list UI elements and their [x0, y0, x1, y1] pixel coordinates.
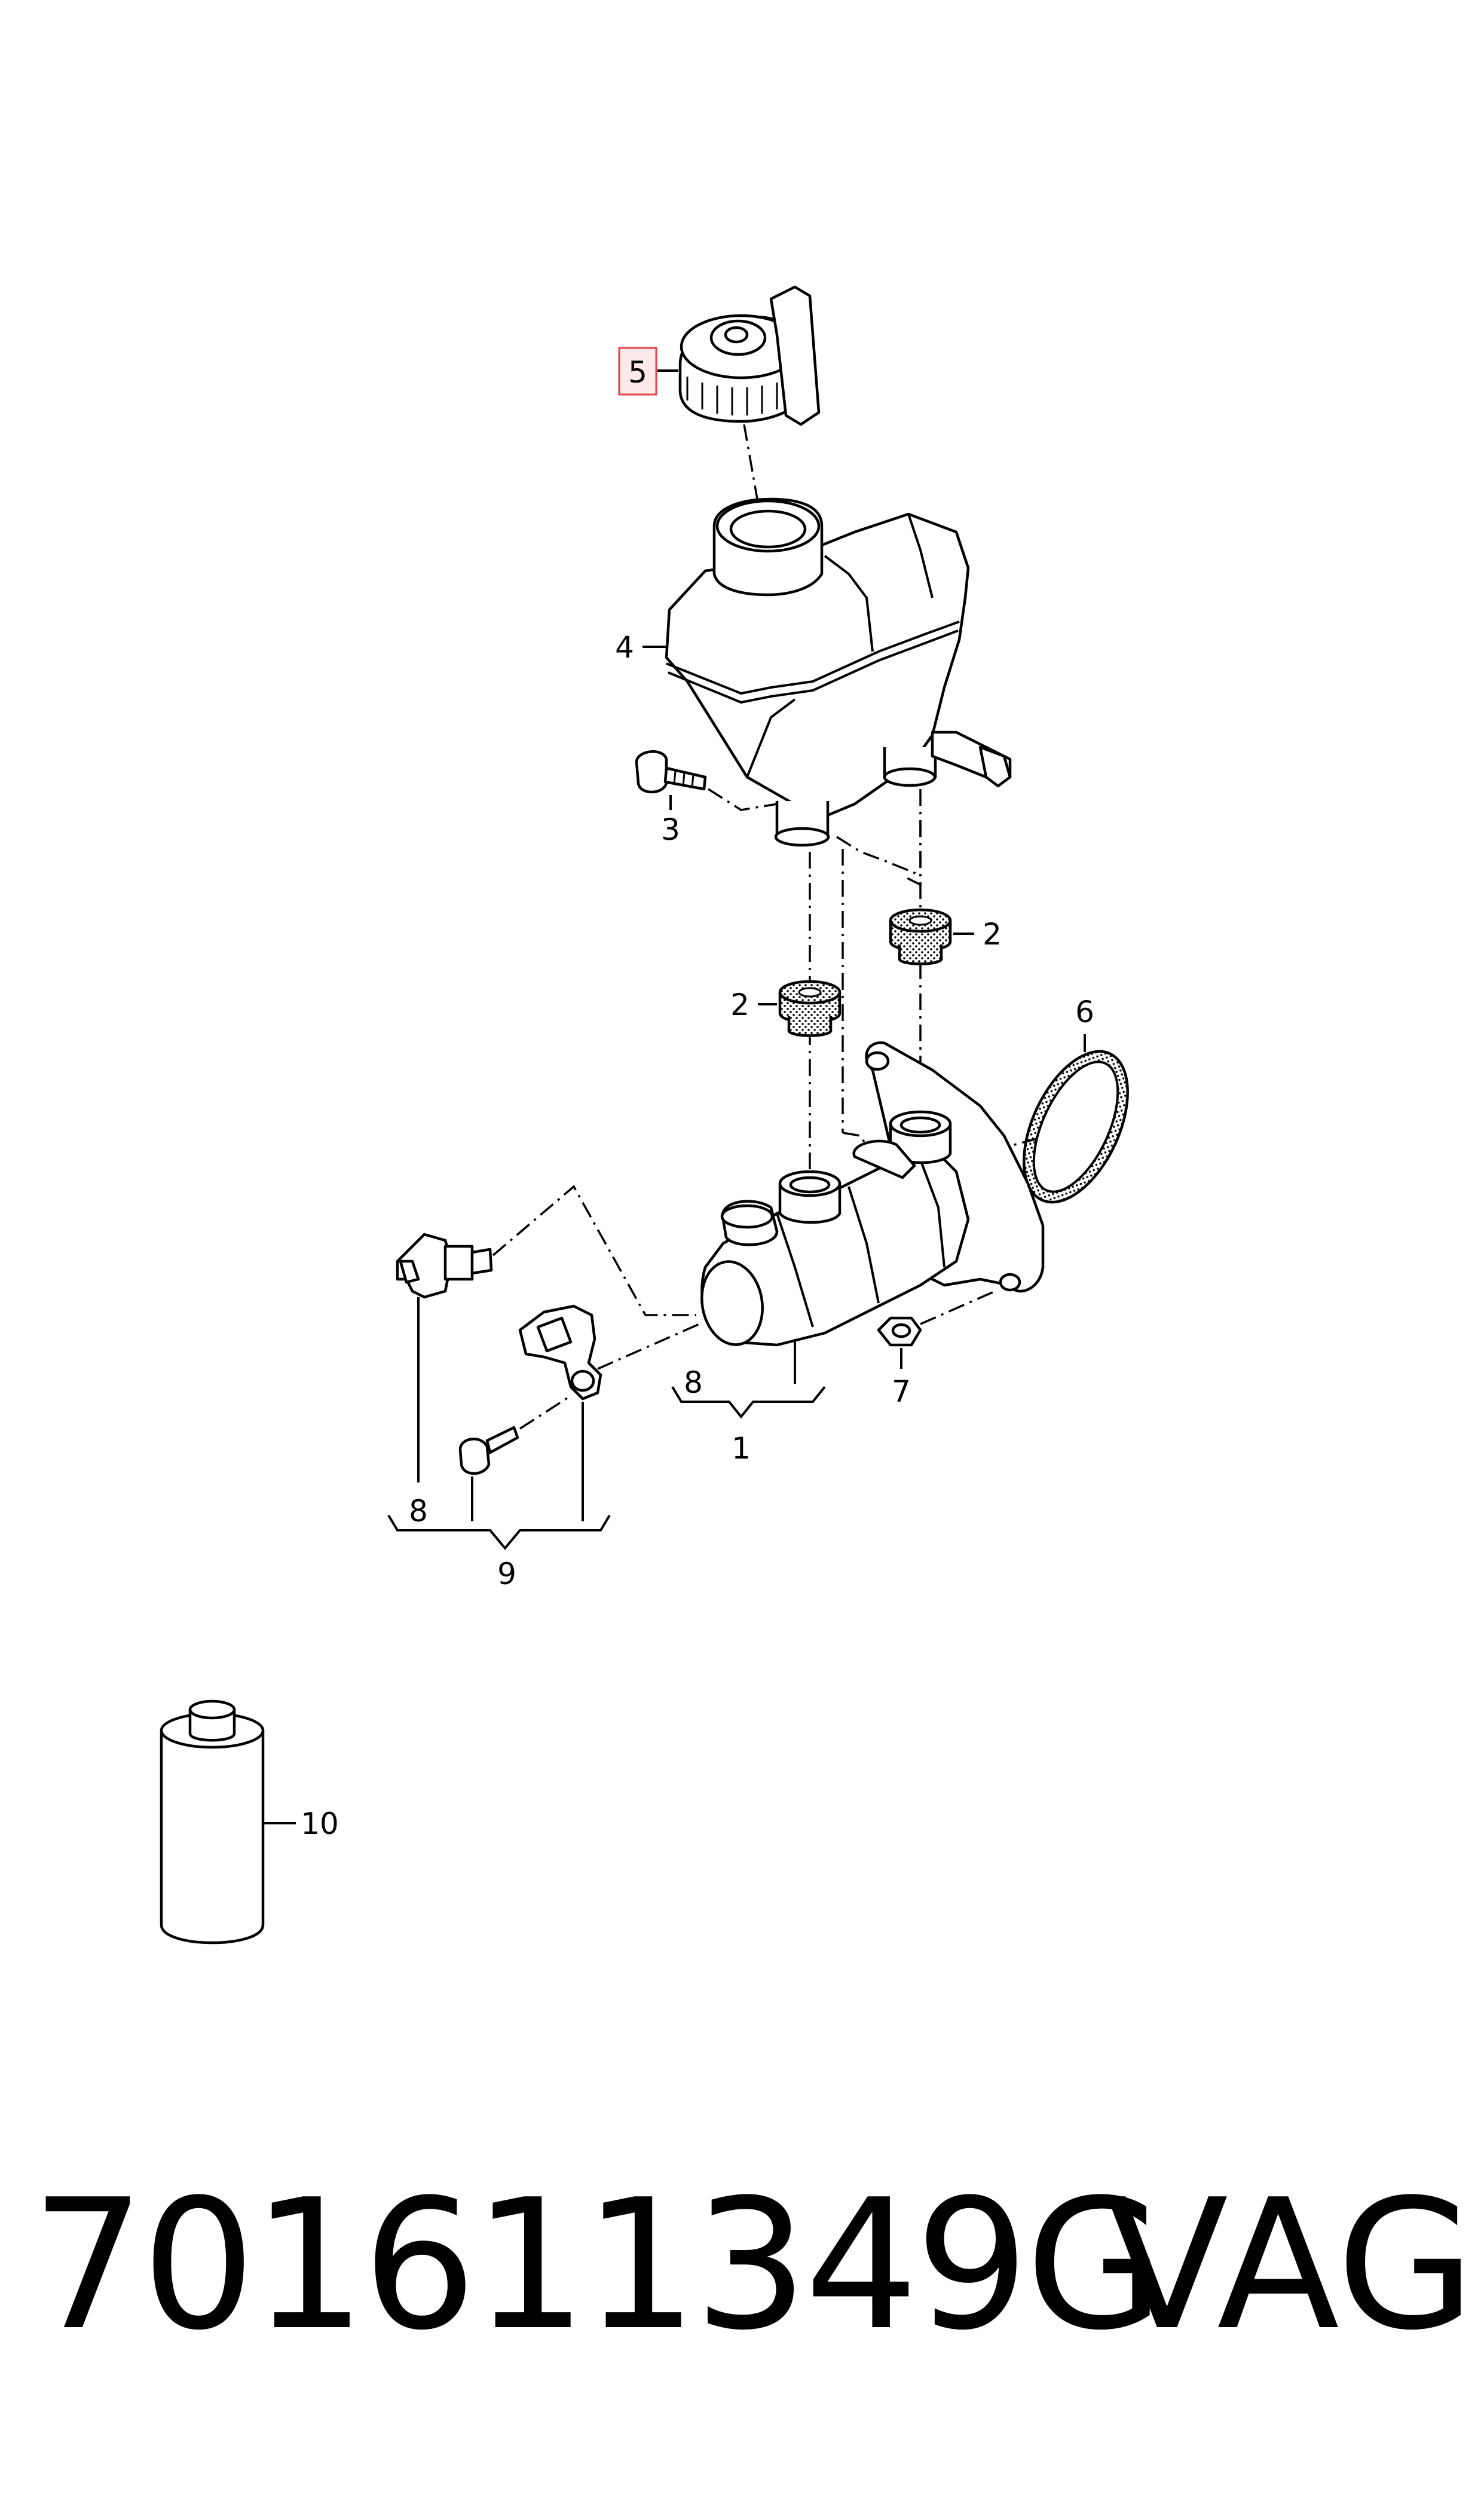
reservoir-cap-with-sensor[interactable]: 5: [618, 285, 821, 426]
assembly-line-bracket-bolt: [519, 1395, 571, 1430]
reservoir-seam-2: [668, 629, 959, 704]
grommet-rear[interactable]: 2: [889, 908, 1002, 965]
grommet-front[interactable]: 2: [730, 980, 842, 1037]
bolt-3-shank: [663, 766, 707, 791]
flange-hole-bottom: [999, 1273, 1021, 1292]
seal-ring[interactable]: 6: [1003, 995, 1149, 1218]
callout-8b: 8: [684, 1365, 703, 1400]
grommet-front-hole: [798, 987, 822, 998]
callout-2a: 2: [730, 988, 749, 1022]
cylinder-bleed-boss-top: [720, 1204, 774, 1229]
bottle-cap-top: [188, 1699, 236, 1720]
callout-2b: 2: [983, 917, 1002, 952]
bracket-face: [536, 1316, 573, 1353]
callout-5-highlight-box: [618, 347, 657, 396]
pressure-sensor[interactable]: 8: [396, 1233, 493, 1528]
bracket-9: [387, 1514, 611, 1551]
nut-hole: [891, 1323, 911, 1338]
cylinder-contours: [776, 1159, 946, 1328]
reservoir-neck-opening: [729, 509, 807, 549]
callout-9: 9: [497, 1557, 516, 1591]
bracket-1: [671, 1386, 826, 1419]
callout-6: 6: [1075, 995, 1094, 1029]
bracket-hole: [570, 1369, 595, 1392]
grommet-rear-hole: [908, 915, 932, 926]
reservoir-seam: [666, 620, 960, 695]
cylinder-port-front-hole: [789, 1176, 831, 1194]
cylinder-front-face: [700, 1260, 764, 1346]
sensor-thread: [470, 1248, 493, 1275]
bracket-with-bolt[interactable]: 9: [387, 1304, 611, 1591]
reservoir-outlet-front-end: [774, 827, 830, 847]
assembly-line-nut: [920, 1290, 996, 1325]
cylinder-port-rear-hole: [899, 1116, 941, 1134]
bolt-3-thread: [673, 771, 694, 788]
brake-fluid-reservoir[interactable]: 4: [615, 497, 1012, 847]
grommet-rear-skirt: [898, 944, 943, 965]
assembly-line-bolt: [708, 788, 778, 811]
brand-name: VAG: [1106, 2161, 1476, 2370]
callout-4: 4: [615, 630, 634, 665]
brake-master-cylinder[interactable]: 8 1: [671, 1041, 1045, 1466]
assembly-line-bracket: [597, 1323, 700, 1370]
nut[interactable]: 7: [877, 1316, 922, 1409]
cap-center: [724, 326, 749, 344]
callout-5: 5: [628, 355, 647, 390]
bottle-body: [160, 1729, 265, 1945]
callout-3: 3: [661, 812, 680, 847]
bolt-reservoir[interactable]: 3: [635, 750, 707, 847]
reservoir-outlet-rear-end: [883, 767, 937, 787]
grommet-front-skirt: [787, 1016, 833, 1037]
callout-7: 7: [892, 1374, 911, 1409]
flange-hole-top: [865, 1051, 890, 1071]
assembly-line-sensor: [492, 1185, 696, 1316]
bolt-9-head: [458, 1438, 491, 1475]
callout-1: 1: [732, 1431, 751, 1466]
sensor-tab: [769, 285, 821, 426]
reservoir-ribs: [746, 513, 934, 778]
callout-8a: 8: [409, 1494, 428, 1528]
bolt-9-shank: [485, 1426, 519, 1454]
reservoir-nipple-tip: [978, 745, 1012, 788]
bolt-3-head: [635, 750, 668, 794]
part-number: 701611349G: [31, 2161, 1164, 2370]
sensor-clip: [399, 1259, 420, 1284]
cylinder-tab: [852, 1139, 916, 1179]
seal-ring-inner: [1032, 1060, 1119, 1193]
cap-ribs: [686, 377, 778, 415]
callout-10: 10: [301, 1806, 339, 1841]
sensor-hex: [443, 1245, 474, 1281]
assembly-line-reservoir-rear: [836, 813, 922, 886]
brake-fluid-bottle[interactable]: 10: [160, 1699, 339, 1945]
exploded-parts-diagram: 5 4 3: [160, 285, 1149, 1945]
